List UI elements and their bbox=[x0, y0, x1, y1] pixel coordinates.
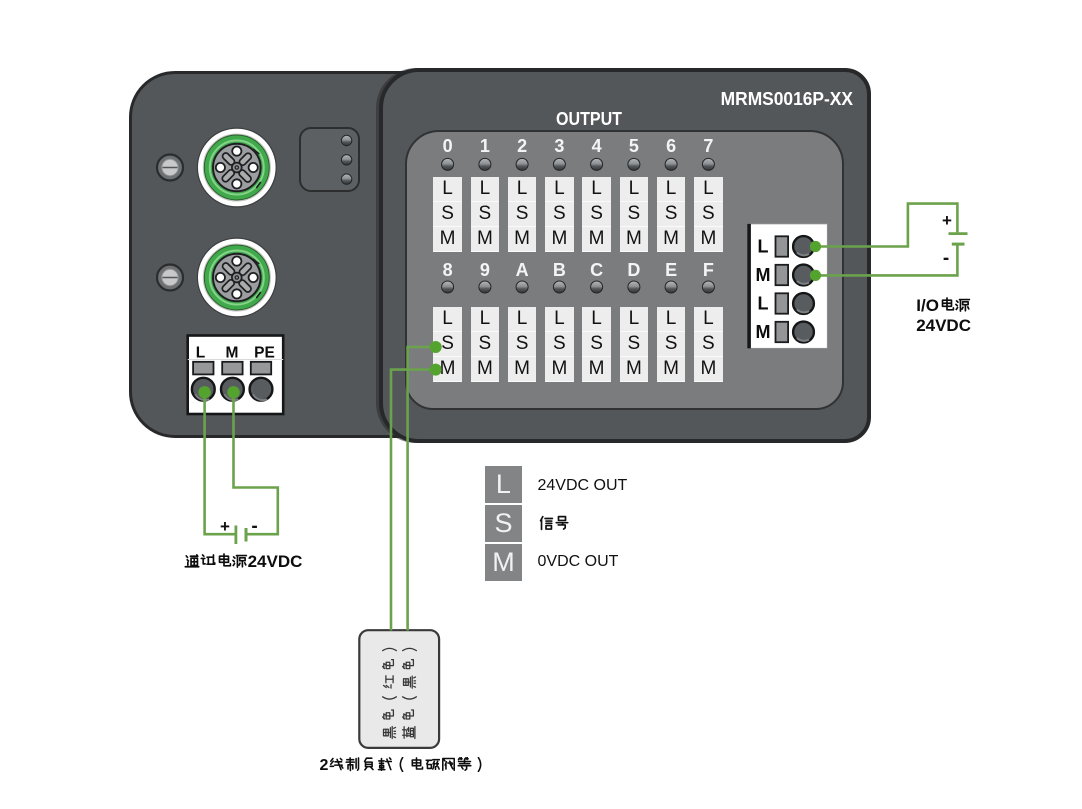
svg-text:-: - bbox=[251, 516, 257, 537]
svg-text:M: M bbox=[756, 322, 771, 342]
svg-text:+: + bbox=[942, 211, 952, 230]
svg-text:M: M bbox=[226, 345, 239, 362]
svg-text:+: + bbox=[220, 517, 230, 536]
svg-text:L: L bbox=[758, 237, 769, 257]
svg-text:M: M bbox=[756, 265, 771, 285]
svg-text:L: L bbox=[758, 294, 769, 314]
svg-text:-: - bbox=[943, 248, 949, 269]
svg-text:PE: PE bbox=[254, 345, 275, 362]
svg-text:L: L bbox=[196, 345, 205, 362]
